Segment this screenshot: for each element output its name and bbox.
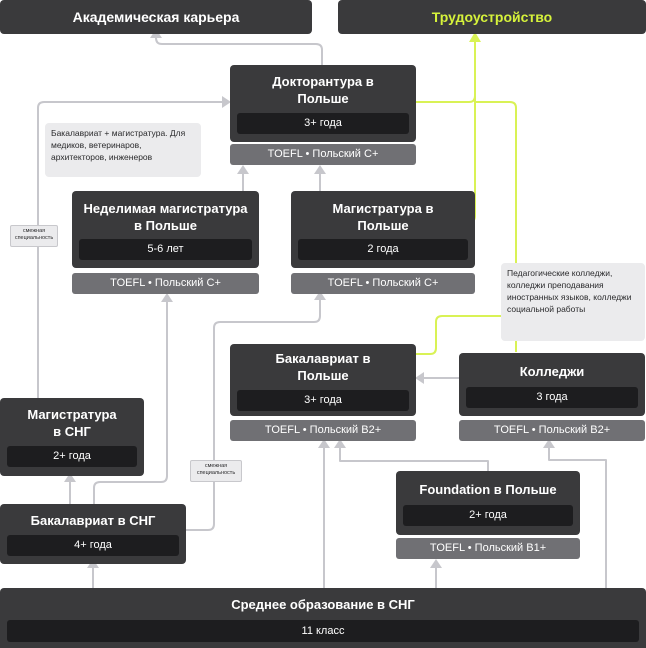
foundation-requirement: TOEFL • Польский В1+ xyxy=(396,538,580,559)
integrated-master-box: Неделимая магистратура в Польше 5-6 лет xyxy=(72,191,259,268)
bachelor-cis-title: Бакалавриат в СНГ xyxy=(30,513,156,528)
tag-related-specialty-2: смежная специальность xyxy=(190,460,242,482)
foundation-title: Foundation в Польше xyxy=(419,482,557,497)
colleges-requirement: TOEFL • Польский В2+ xyxy=(459,420,645,441)
colleges-title: Колледжи xyxy=(519,364,585,379)
phd-requirement: TOEFL • Польский С+ xyxy=(230,144,416,165)
arrow-master-cis-to-phd xyxy=(37,101,224,398)
employment-box: Трудоустройство xyxy=(338,0,646,34)
arrow-foundation-to-bachelor-pl xyxy=(339,446,489,471)
green-colleges-to-employment xyxy=(475,101,517,352)
phd-title: Докторантура в Польше xyxy=(272,74,374,106)
bachelor-pl-box: Бакалавриат в Польше 3+ года xyxy=(230,344,416,416)
master-pl-duration: 2 года xyxy=(298,239,468,260)
note-colleges: Педагогические колледжи, колледжи препод… xyxy=(501,263,645,341)
master-pl-requirement: TOEFL • Польский С+ xyxy=(291,273,475,294)
bachelor-pl-title: Бакалавриат в Польше xyxy=(275,351,371,383)
secondary-title: Среднее образование в СНГ xyxy=(231,597,415,612)
arrow-bachelor-cis-to-integrated-master xyxy=(93,300,168,504)
master-cis-title: Магистратура в СНГ xyxy=(27,407,117,439)
academic-career-title: Академическая карьера xyxy=(72,9,240,25)
master-pl-title: Магистратура в Польше xyxy=(332,201,434,233)
academic-career-box: Академическая карьера xyxy=(0,0,312,34)
arrow-bachelor-cis-to-master-pl xyxy=(186,298,321,531)
master-cis-duration: 2+ года xyxy=(7,446,137,467)
secondary-duration: 11 класс xyxy=(7,620,639,642)
foundation-box: Foundation в Польше 2+ года xyxy=(396,471,580,535)
phd-box: Докторантура в Польше 3+ года xyxy=(230,65,416,142)
integrated-master-requirement: TOEFL • Польский С+ xyxy=(72,273,259,294)
bachelor-cis-duration: 4+ года xyxy=(7,535,179,556)
employment-title: Трудоустройство xyxy=(431,9,553,25)
green-phd-to-employment xyxy=(416,40,476,103)
integrated-master-duration: 5-6 лет xyxy=(79,239,252,260)
bachelor-cis-box: Бакалавриат в СНГ 4+ года xyxy=(0,504,186,564)
arrow-secondary-to-colleges xyxy=(548,446,607,588)
secondary-box: Среднее образование в СНГ 11 класс xyxy=(0,588,646,648)
colleges-duration: 3 года xyxy=(466,387,638,408)
bachelor-pl-requirement: TOEFL • Польский В2+ xyxy=(230,420,416,441)
tag-related-specialty-1: смежная специальность xyxy=(10,225,58,247)
bachelor-pl-duration: 3+ года xyxy=(237,390,409,411)
note-medicine: Бакалавриат + магистратура. Для медиков,… xyxy=(45,123,201,177)
phd-duration: 3+ года xyxy=(237,113,409,134)
master-pl-box: Магистратура в Польше 2 года xyxy=(291,191,475,268)
arrow-phd-to-academic xyxy=(155,36,323,65)
master-cis-box: Магистратура в СНГ 2+ года xyxy=(0,398,144,476)
colleges-box: Колледжи 3 года xyxy=(459,353,645,416)
foundation-duration: 2+ года xyxy=(403,505,573,526)
integrated-master-title: Неделимая магистратура в Польше xyxy=(83,201,248,233)
